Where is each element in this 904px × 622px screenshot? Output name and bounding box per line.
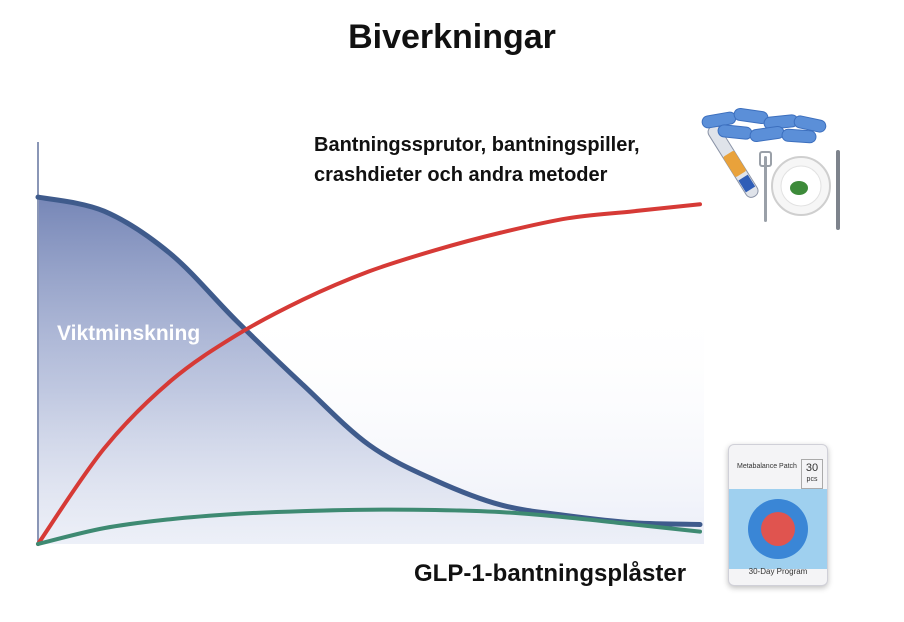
other-methods-label-line2: crashdieter och andra metoder <box>314 164 608 186</box>
patch-image <box>729 489 827 569</box>
weight-loss-area <box>38 197 700 544</box>
patch-count-number: 30 <box>805 462 819 474</box>
pen-injector-icon <box>707 124 759 198</box>
chart-title: Biverkningar <box>348 18 556 56</box>
patch-count: 30 pcs <box>801 459 823 489</box>
other-methods-label: Bantningssprutor, bantningspiller, crash… <box>314 130 714 190</box>
pills-icon <box>701 107 827 144</box>
other-methods-label-line1: Bantningssprutor, bantningspiller, <box>314 134 640 156</box>
patch-program: 30-Day Program <box>748 567 808 576</box>
side-effects-other-line <box>36 202 702 546</box>
patch-package-icon: Metabalance Patch 30 pcs 30-Day Program <box>722 440 832 590</box>
plate-fork-knife-icon <box>759 150 840 230</box>
pen-injector-and-pills-icon <box>701 107 840 230</box>
patch-brand: Metabalance Patch <box>737 463 797 470</box>
weight-loss-label: Viktminskning <box>57 322 201 345</box>
side-effects-patch-line <box>36 507 702 546</box>
patch-count-unit: pcs <box>806 476 818 483</box>
patch-label: GLP-1-bantningsplåster <box>414 560 687 587</box>
patch-box: Metabalance Patch 30 pcs 30-Day Program <box>728 444 828 586</box>
